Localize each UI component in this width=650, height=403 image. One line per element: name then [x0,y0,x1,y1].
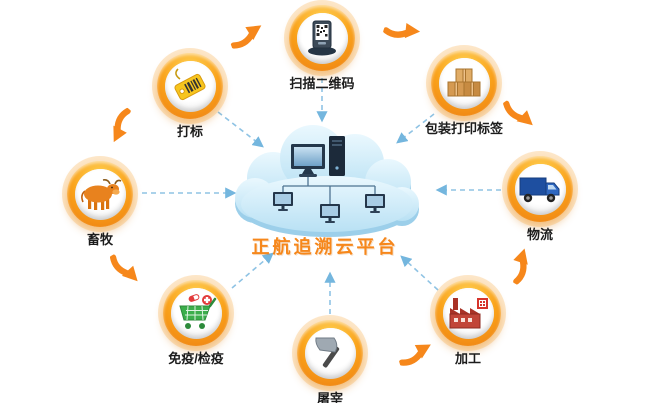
client-monitor [320,204,340,223]
boxes-icon [447,68,481,97]
node-quarantine: 免疫/检疫 [151,280,241,367]
node-husbandry-label: 畜牧 [86,232,113,247]
node-pack: 包装打印标签 [419,50,509,137]
connector-process [400,255,439,291]
node-quarantine-circle [163,280,229,346]
cloud [235,125,419,237]
node-logistics-circle [507,156,573,222]
node-process-circle [435,280,501,346]
node-slaughter-circle [297,320,363,386]
tag-icon [174,68,206,101]
node-tag-label: 打标 [176,124,203,139]
flow-arrow-slaughter-process [398,344,431,366]
factory-icon [449,298,488,329]
node-slaughter-label: 屠宰 [316,391,343,403]
cattle-icon [81,179,122,210]
node-tag: 打标 [145,53,235,140]
server-computer [291,136,345,177]
client-monitor [365,194,385,213]
node-logistics: 物流 [495,156,585,243]
truck-icon [519,177,560,203]
flow-arrow-scan-pack [382,23,421,39]
node-process: 加工 [423,280,513,367]
platform-title: 正航追溯云平台 [251,237,399,257]
cart-medicine-icon [179,294,217,329]
network-lines [282,177,376,204]
node-pack-circle [431,50,497,116]
node-pack-label: 包装打印标签 [424,121,503,136]
flow-arrow-tag-scan [230,25,262,49]
node-process-label: 加工 [454,351,481,366]
flow-arrow-tag-husbandry [113,107,131,143]
connector-pack [396,113,435,144]
flow-arrow-husbandry-quarantine [109,254,138,282]
node-quarantine-label: 免疫/检疫 [168,351,224,366]
client-monitor [273,192,293,211]
qr-scanner-icon [308,20,336,56]
node-scan-circle [289,5,355,71]
node-scan: 扫描二维码 [277,5,367,92]
flow-arrow-process-logistics [513,248,528,285]
cleaver-icon [315,337,340,368]
node-slaughter: 屠宰 [285,320,375,403]
node-logistics-label: 物流 [526,227,553,242]
node-husbandry-circle [67,161,133,227]
flow-arrow-pack-logistics [503,100,533,126]
node-tag-circle [157,53,223,119]
node-scan-label: 扫描二维码 [289,76,355,91]
connector-tag [217,111,264,148]
node-husbandry: 畜牧 [55,161,145,248]
